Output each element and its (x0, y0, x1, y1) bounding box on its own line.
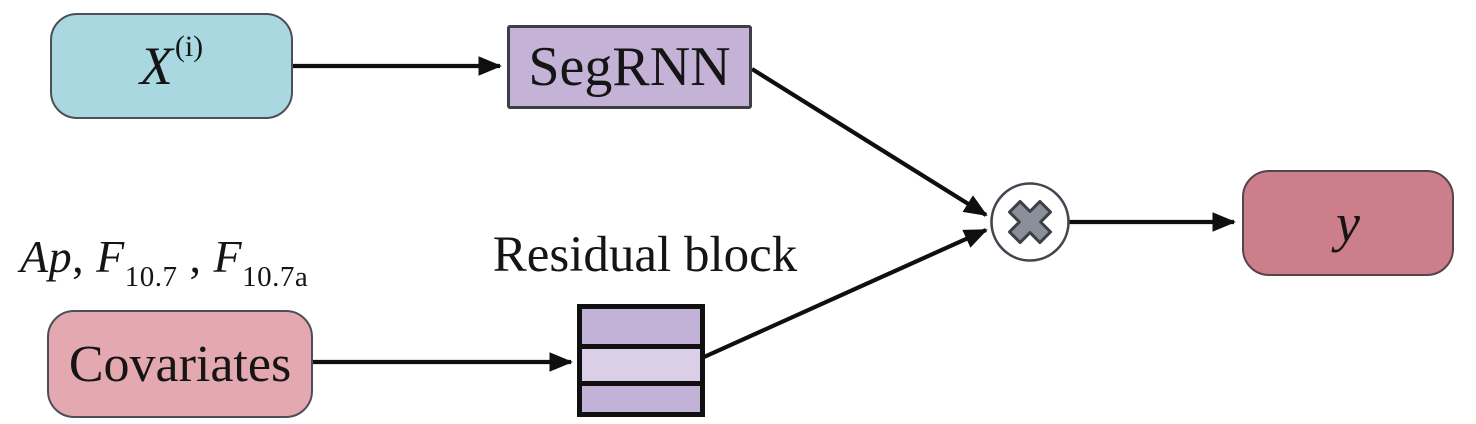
formula-comma1: , (72, 231, 97, 282)
output-node-label: y (1336, 193, 1360, 253)
input-node-label: X (139, 36, 173, 96)
formula-f107a-sub: 10.7a (242, 261, 309, 294)
formula-f107a: F (213, 231, 243, 282)
formula-ap: Ap (20, 231, 73, 282)
residual-layer-2 (577, 344, 705, 386)
input-node: X(i) (50, 13, 293, 119)
input-node-superscript: (i) (174, 30, 204, 63)
formula-f107-sub: 10.7 (124, 261, 178, 294)
multiply-icon (1007, 199, 1053, 245)
covariates-formula-label: Ap, F10.7 , F10.7a (20, 230, 308, 292)
covariates-node: Covariates (47, 310, 313, 418)
residual-layer-1 (577, 304, 705, 349)
formula-f107: F (96, 231, 125, 282)
covariates-node-label: Covariates (68, 335, 292, 393)
arrow-segrnn-to-multiply (750, 67, 988, 217)
residual-layer-3 (577, 381, 705, 417)
output-node: y (1242, 170, 1454, 276)
formula-comma2: , (177, 231, 214, 282)
arrow-residual-to-multiply (703, 228, 988, 359)
residual-block-stack (577, 304, 705, 417)
segrnn-node-label: SegRNN (528, 36, 731, 98)
residual-block-label: Residual block (492, 227, 798, 283)
multiply-node (990, 182, 1070, 262)
segrnn-node: SegRNN (507, 25, 752, 109)
